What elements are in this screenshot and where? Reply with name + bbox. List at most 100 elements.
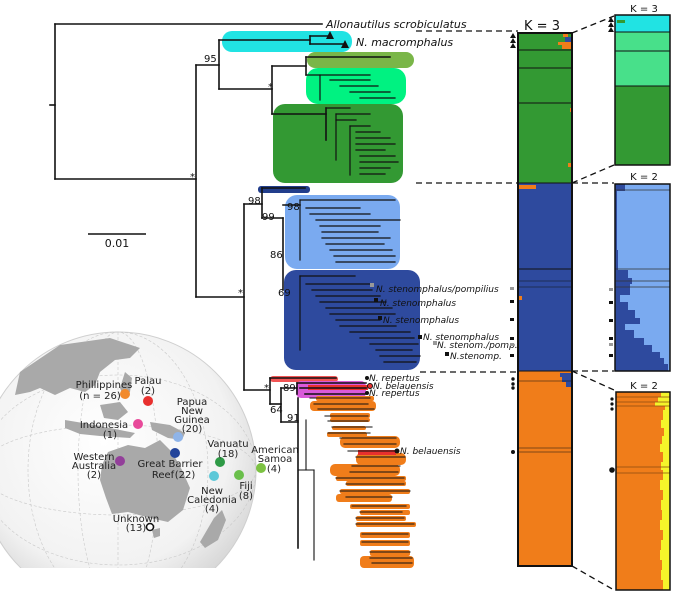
sample-marker-square bbox=[445, 352, 449, 356]
support-86: 86 bbox=[270, 250, 283, 261]
inset-orange-markers bbox=[609, 397, 615, 473]
location-dot-papua-new-guinea bbox=[173, 432, 183, 442]
borneo-landmass bbox=[100, 402, 128, 420]
tip-markers bbox=[326, 31, 449, 454]
location-dot-american-samoa bbox=[256, 463, 266, 473]
clade-box-belauensis-red bbox=[358, 450, 396, 455]
support-98: 98 bbox=[248, 196, 261, 207]
support-99: 99 bbox=[262, 212, 275, 223]
label-phillippines: Phillippines bbox=[76, 380, 133, 391]
taxon-label-stenomp: N.stenomp. bbox=[450, 352, 502, 362]
outgroup-label: Allonautilus scrobiculatus bbox=[325, 18, 467, 31]
structure-main-orange-block bbox=[518, 371, 572, 566]
inset-orange-dividers bbox=[616, 396, 670, 474]
sampling-locations bbox=[115, 389, 266, 532]
inset-orange-k-label: K = 2 bbox=[630, 381, 658, 392]
new-zealand-landmass bbox=[200, 510, 226, 548]
count-palau: (2) bbox=[141, 386, 155, 397]
structure-main-admixture bbox=[519, 34, 572, 387]
support-star: * bbox=[238, 288, 243, 299]
label-new-caledonia-2: Caledonia bbox=[187, 495, 237, 506]
count-papua-new-guinea: (20) bbox=[182, 424, 203, 435]
sample-marker-dot bbox=[365, 376, 369, 380]
taxon-label-belauensis: N. belauensis bbox=[373, 382, 434, 392]
label-western-australia-1: Western bbox=[73, 452, 114, 463]
structure-plot-main: K = 3 bbox=[510, 19, 573, 567]
structure-inset-orange: K = 2 bbox=[609, 381, 671, 591]
tasmania-landmass bbox=[152, 528, 160, 538]
label-unknown: Unknown bbox=[113, 514, 159, 525]
scale-bar-label: 0.01 bbox=[105, 237, 130, 250]
triangle-marker bbox=[326, 31, 334, 39]
taxon-label-stenomphalus: N. stenomphalus bbox=[423, 333, 499, 343]
count-phillippines: (n = 26) bbox=[79, 391, 121, 402]
inset-green-border bbox=[614, 14, 671, 166]
sample-marker-square bbox=[370, 283, 374, 287]
count-new-caledonia: (4) bbox=[205, 504, 219, 515]
inset-orange-region bbox=[616, 392, 665, 590]
structure-inset-blue: K = 2 bbox=[609, 172, 671, 372]
structure-inset-green: K = 3 bbox=[608, 4, 671, 166]
label-papua-new-guinea-3: Guinea bbox=[174, 415, 209, 426]
asia-landmass bbox=[15, 338, 140, 395]
location-dot-western-australia bbox=[115, 456, 125, 466]
triangle-marker bbox=[341, 40, 349, 48]
taxon-label-stenom-pomp: N. stenom./pomp. bbox=[437, 341, 518, 351]
support-star: * bbox=[190, 172, 195, 183]
structure-main-dividers bbox=[518, 49, 572, 453]
inset-orange-border bbox=[615, 391, 671, 591]
support-69: 69 bbox=[278, 288, 291, 299]
support-89: 89 bbox=[283, 383, 296, 394]
inset-blue-dark-region bbox=[615, 184, 668, 371]
clade-box-navy-small bbox=[258, 186, 310, 193]
structure-main-border bbox=[517, 32, 573, 567]
label-new-caledonia-1: New bbox=[201, 486, 223, 497]
location-dot-phillippines bbox=[120, 389, 130, 399]
inset-green-dark-block bbox=[615, 86, 670, 165]
inset-blue-markers bbox=[609, 288, 613, 357]
taxon-label-macromphalus: N. macromphalus bbox=[356, 36, 453, 49]
phylogenetic-tree bbox=[49, 23, 421, 564]
support-star: * bbox=[264, 383, 269, 394]
label-papua-new-guinea-1: Papua bbox=[177, 397, 208, 408]
structure-inset-connectors bbox=[571, 15, 615, 591]
location-dot-unknown bbox=[145, 522, 155, 532]
count-western-australia: (2) bbox=[87, 470, 101, 481]
taxon-label-stenomphalus: N. stenomphalus bbox=[383, 316, 459, 326]
indonesia-landmass bbox=[65, 420, 135, 438]
sample-marker-square bbox=[378, 316, 382, 320]
sample-marker-square bbox=[418, 335, 422, 339]
clade-box-dark-green bbox=[273, 104, 403, 183]
sample-marker-dot bbox=[394, 448, 400, 454]
label-great-barrier-reef-2: Reef bbox=[152, 470, 175, 481]
structure-main-markers bbox=[510, 33, 516, 454]
inset-green-light-block bbox=[615, 32, 670, 51]
label-papua-new-guinea-2: New bbox=[181, 406, 203, 417]
count-great-barrier-reef: (22) bbox=[175, 470, 196, 481]
taxon-label-repertus: N. repertus bbox=[369, 389, 420, 399]
label-indonesia: Indonesia bbox=[80, 420, 128, 431]
taxon-label-stenomphalus-pompilius: N. stenomphalus/pompilius bbox=[376, 285, 499, 295]
taxon-label-repertus: N. repertus bbox=[369, 374, 420, 384]
inset-green-markers bbox=[608, 17, 614, 32]
location-dot-vanuatu bbox=[215, 457, 225, 467]
structure-main-green-block bbox=[518, 33, 572, 183]
support-values: 95 * * 98 99 98 86 * 69 * 89 64 91 bbox=[190, 54, 300, 424]
count-indonesia: (1) bbox=[103, 430, 117, 441]
count-american-samoa: (4) bbox=[267, 464, 281, 475]
inset-green-mid-block bbox=[615, 51, 670, 86]
tree-to-structure-connectors bbox=[416, 30, 518, 373]
support-64: 64 bbox=[270, 405, 283, 416]
sample-marker-square bbox=[374, 298, 378, 302]
clade-box-macromphalus bbox=[222, 31, 352, 52]
globe-map: Phillippines (n = 26) Palau (2) Indonesi… bbox=[0, 331, 299, 568]
location-dot-great-barrier-reef bbox=[170, 448, 180, 458]
count-vanuatu: (18) bbox=[218, 449, 239, 460]
scale-bar: 0.01 bbox=[88, 233, 146, 250]
sample-marker-dot bbox=[367, 383, 373, 389]
structure-main-blue-block bbox=[518, 183, 572, 371]
label-american-samoa-1: American bbox=[251, 445, 299, 456]
label-american-samoa-2: Samoa bbox=[258, 454, 292, 465]
count-unknown: (13) bbox=[126, 523, 147, 534]
taxon-labels: Allonautilus scrobiculatus N. macromphal… bbox=[325, 18, 518, 457]
